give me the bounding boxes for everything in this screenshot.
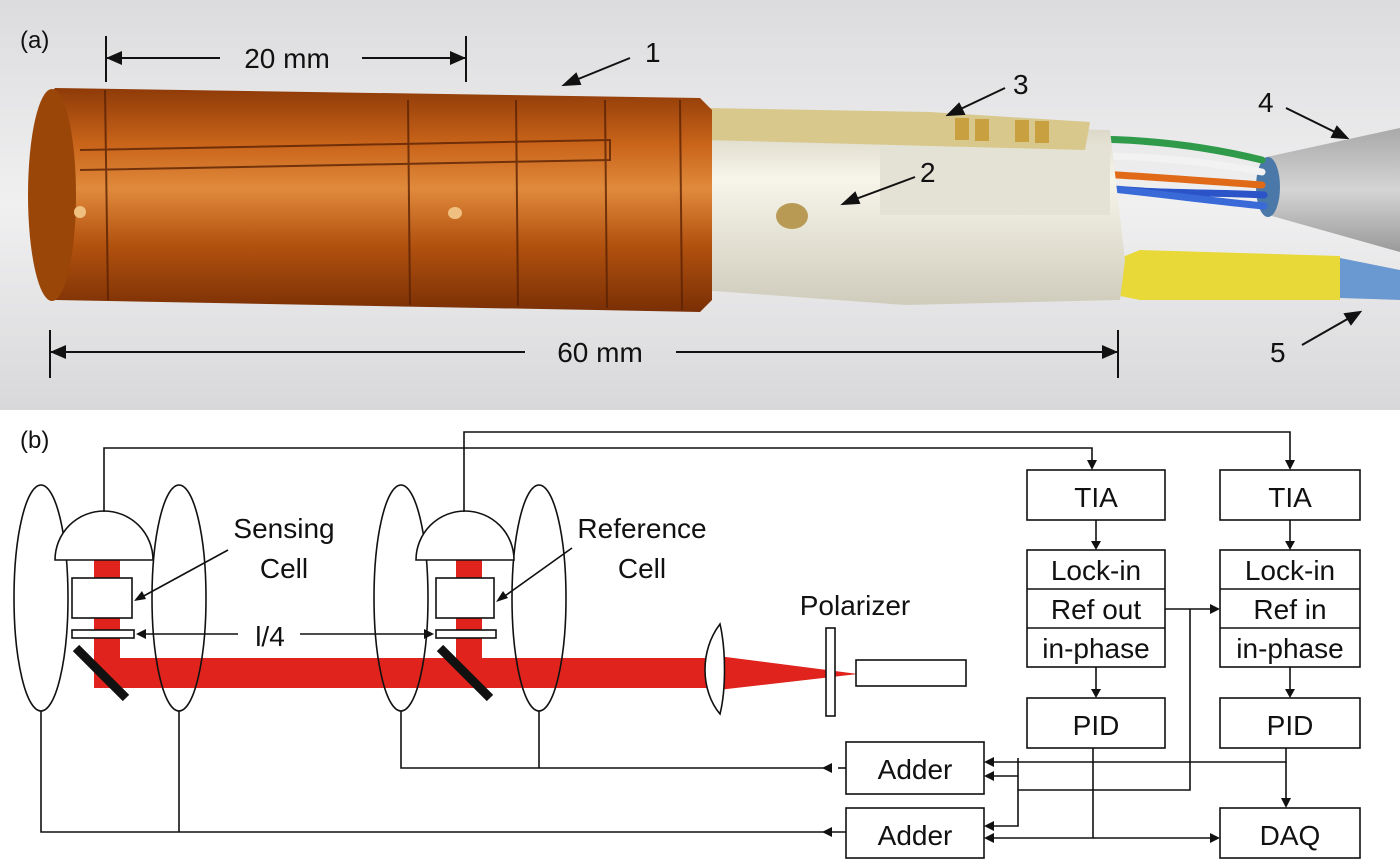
quarter-wave-plate-sensing [71, 629, 135, 639]
arrowhead [984, 821, 994, 831]
reference-cell-label-line1: Reference [577, 513, 706, 544]
wire-pd2-tia2 [463, 431, 1291, 512]
adder-bottom-box [845, 807, 985, 859]
pid-right-box [1219, 697, 1361, 749]
dim-20-label: 20 mm [244, 43, 330, 74]
daq-label: DAQ [1260, 820, 1321, 851]
quarter-wave-plate-reference [435, 629, 497, 639]
arrowhead [106, 51, 122, 65]
circuit-board [705, 108, 1090, 150]
grey-cable [1262, 128, 1400, 252]
inphase-left-label: in-phase [1042, 633, 1149, 664]
coil-left-outer [13, 484, 69, 712]
ref-out-label: Ref out [1051, 594, 1141, 625]
pid-left-label: PID [1073, 710, 1120, 741]
arrowhead [450, 51, 466, 65]
yellow-cable-wires [1340, 258, 1400, 300]
arrowhead [1285, 460, 1295, 470]
cylinder-hole [74, 206, 86, 218]
arrowhead [1210, 604, 1220, 614]
polarizer [825, 627, 836, 717]
sensing-cell-label-line1: Sensing [233, 513, 334, 544]
callout-arrows [561, 57, 1363, 346]
arrowhead [424, 629, 434, 639]
panel-a-label: (a) [20, 27, 49, 54]
photodetector-reference [415, 510, 515, 561]
laser-source [855, 659, 967, 687]
kapton-cylinder [35, 88, 712, 312]
pointer-sensing-cell [139, 549, 229, 599]
arrowhead [984, 771, 994, 781]
board-pads [955, 118, 1049, 143]
arrowhead [134, 591, 146, 601]
yellow-cable [1110, 250, 1340, 300]
arrowhead [1210, 833, 1220, 843]
arrowhead [1087, 460, 1097, 470]
callout-4: 4 [1258, 87, 1274, 118]
wire-pd1-tia1 [103, 447, 1093, 512]
adder-top-label: Adder [878, 754, 953, 785]
arrowhead [1285, 541, 1295, 550]
wire-ref-to-adders [1018, 609, 1191, 791]
adder-bottom-label: Adder [878, 820, 953, 851]
wire [992, 790, 1019, 827]
pointer-reference-cell [501, 547, 573, 599]
tia-left-box [1026, 469, 1166, 521]
panel-b-schematic [13, 431, 1361, 859]
sensing-cell [71, 577, 133, 619]
arrowhead [1281, 798, 1291, 808]
callout-2: 2 [920, 157, 936, 188]
mirror-reference [436, 644, 494, 702]
quarter-wave-label: l/4 [255, 621, 285, 652]
lockin-left-box [1026, 549, 1166, 668]
wire-pid-right [992, 748, 1287, 763]
mirror-sensing [72, 644, 130, 702]
panel-a-photo: (a) 20 mm 60 mm 1 2 3 4 5 [0, 0, 1400, 410]
arrowhead [496, 591, 508, 602]
lockin-right-box [1219, 549, 1361, 668]
pid-left-box [1026, 697, 1166, 749]
holder-screw [776, 203, 808, 229]
cylinder-end [28, 89, 76, 301]
tia-right-box [1219, 469, 1361, 521]
tia-left-label: TIA [1074, 482, 1118, 513]
arrowhead [1091, 541, 1101, 550]
callout-5: 5 [1270, 337, 1286, 368]
lockin-left-label: Lock-in [1051, 555, 1141, 586]
arrowhead [136, 629, 146, 639]
reference-cell-label-line2: Cell [618, 553, 666, 584]
wire-adder-top-coil [400, 711, 830, 769]
lockin-right-label: Lock-in [1245, 555, 1335, 586]
heater-traces [79, 89, 683, 311]
arrowhead [50, 345, 66, 359]
daq-box [1219, 807, 1361, 859]
callout-3: 3 [1013, 69, 1029, 100]
arrowhead [1102, 345, 1118, 359]
tia-right-label: TIA [1268, 482, 1312, 513]
cylinder-hole [448, 207, 462, 219]
arrowhead [984, 757, 994, 767]
panel-b-label: (b) [20, 427, 49, 454]
panel-b-labels: (b) Sensing Cell Reference Cell l/4 Pola… [20, 427, 1344, 851]
photodetector-sensing [54, 510, 154, 561]
polarizer-label: Polarizer [800, 590, 910, 621]
collimating-lens [704, 622, 726, 716]
arrowhead [984, 833, 994, 843]
pid-right-label: PID [1267, 710, 1314, 741]
callout-1: 1 [645, 37, 661, 68]
arrowhead [1285, 689, 1295, 698]
ref-in-label: Ref in [1253, 594, 1326, 625]
sensing-cell-label-line2: Cell [260, 553, 308, 584]
holder-slot [880, 145, 1110, 215]
dim-60-label: 60 mm [557, 337, 643, 368]
inphase-right-label: in-phase [1236, 633, 1343, 664]
reference-cell [435, 577, 495, 619]
wire-adder-bottom-coil [40, 711, 846, 833]
arrowhead [1091, 689, 1101, 698]
